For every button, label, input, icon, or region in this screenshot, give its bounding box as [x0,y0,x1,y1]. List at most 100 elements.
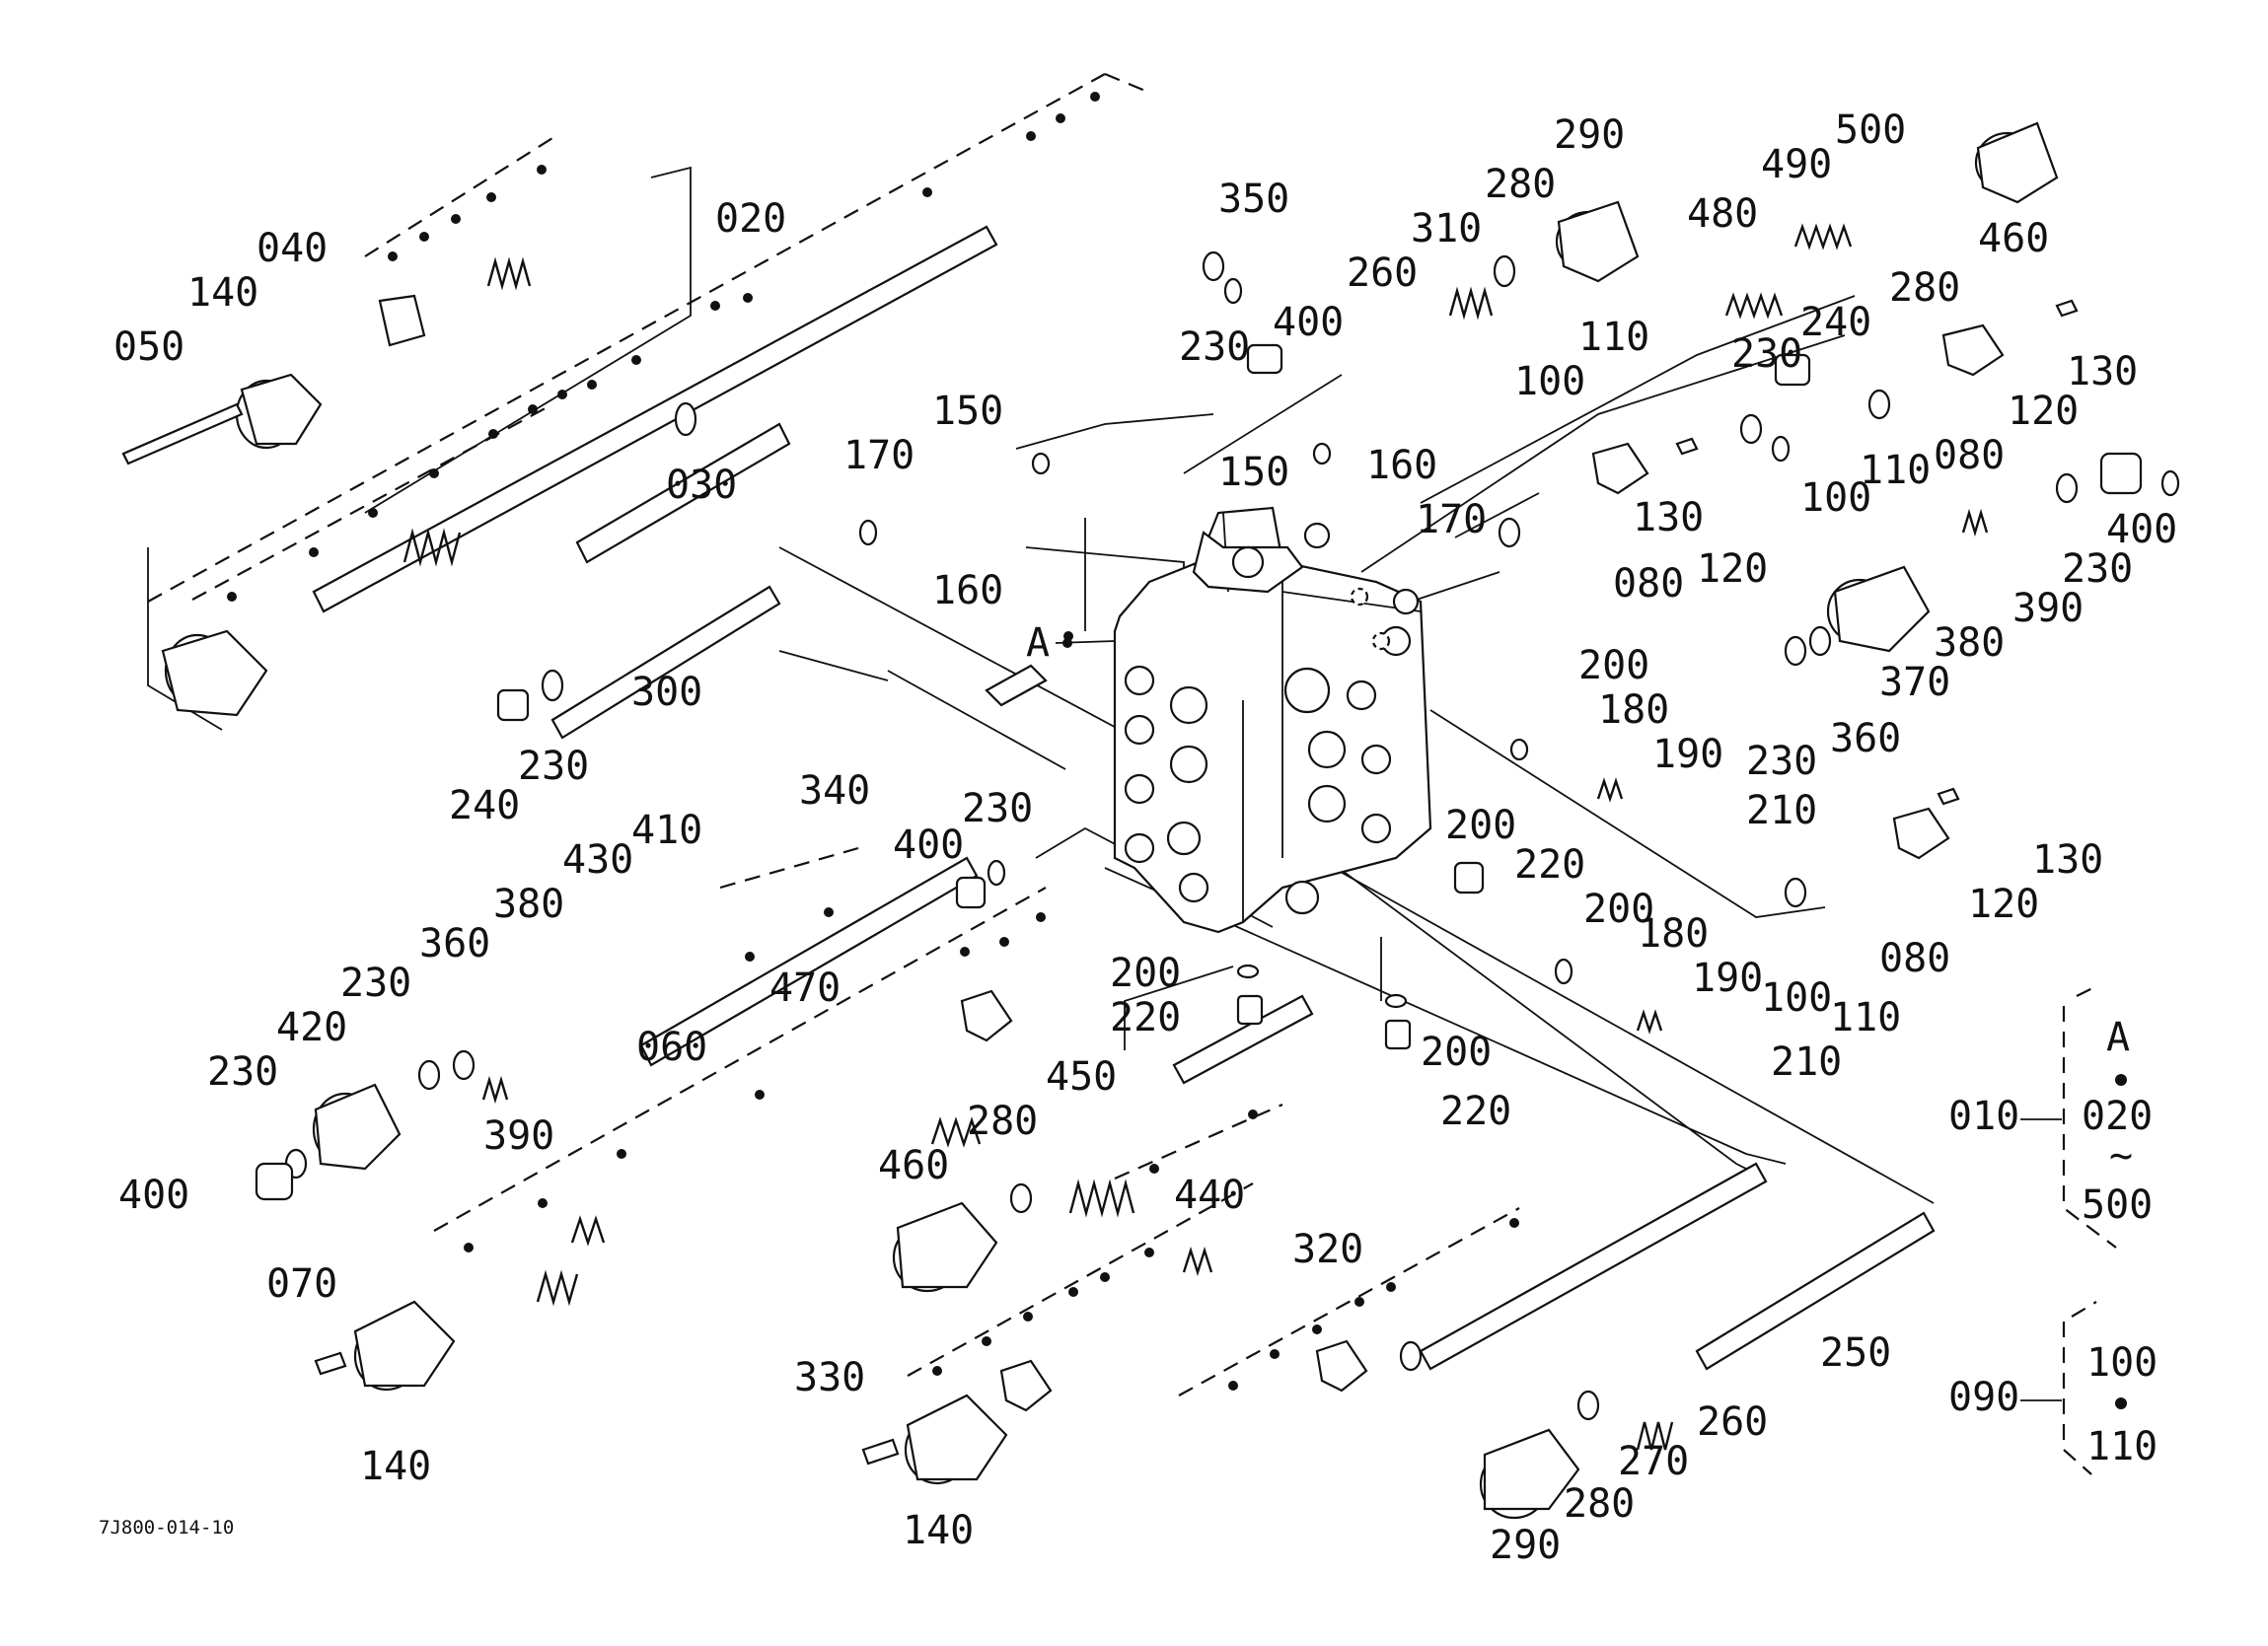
legend-tilde: ~ [2109,1133,2133,1179]
callout-340: 340 [799,768,870,814]
callout-280: 280 [1564,1481,1635,1527]
legend-part-010: 010 [1948,1094,2019,1139]
callout-220: 220 [1110,995,1181,1040]
callout-020: 020 [715,196,786,242]
legend-dot [2115,1397,2127,1409]
callout-130: 130 [2067,349,2138,394]
callout-460: 460 [878,1143,949,1188]
legend-from-100: 100 [2086,1340,2158,1386]
callout-230: 230 [340,961,411,1006]
callout-110: 110 [1830,995,1901,1040]
callout-400: 400 [118,1173,189,1218]
callout-120: 120 [1697,546,1768,592]
callout-200: 200 [1421,1030,1492,1075]
reference-mark-a: A [1026,620,1116,666]
callout-500: 500 [1835,107,1906,153]
callout-370: 370 [1879,660,1950,705]
spools [312,225,1936,1371]
callout-120: 120 [2008,389,2079,434]
callout-080: 080 [1879,936,1950,981]
callout-140: 140 [187,270,258,316]
callout-430: 430 [562,837,633,883]
callout-190: 190 [1692,956,1763,1001]
legend-ref-a: A [2106,1015,2130,1060]
callout-180: 180 [1598,687,1669,733]
valve-body [1113,506,1432,934]
callout-490: 490 [1761,142,1832,187]
callout-300: 300 [631,670,702,715]
springs [402,223,1989,1451]
callout-280: 280 [1889,265,1960,311]
callout-280: 280 [967,1099,1038,1144]
callout-200: 200 [1583,887,1654,932]
callout-230: 230 [207,1049,278,1095]
callout-230: 230 [1746,739,1817,784]
seals-and-rings [284,250,2180,1421]
callout-350: 350 [1218,177,1289,222]
callout-130: 130 [1633,495,1704,540]
callout-200: 200 [1578,643,1649,688]
callout-160: 160 [932,568,1003,613]
callout-190: 190 [1652,732,1723,777]
callout-170: 170 [843,433,915,478]
body-ports [1124,587,1420,915]
callout-290: 290 [1490,1523,1561,1568]
callout-260: 260 [1347,250,1418,296]
callout-210: 210 [1746,788,1817,833]
callout-440: 440 [1174,1173,1245,1218]
callout-080: 080 [1613,561,1684,607]
callout-400: 400 [1273,300,1344,345]
callout-160: 160 [1366,443,1437,488]
callout-080: 080 [1934,433,2005,478]
assembly-legend-090: 090 100 110 [1948,1340,2158,1469]
callout-270: 270 [1618,1439,1689,1484]
assembly-legend-010: 010 A 020 ~ 500 [1948,1015,2153,1228]
callout-230: 230 [2062,546,2133,592]
callout-240: 240 [1800,300,1871,345]
callout-260: 260 [1697,1399,1768,1445]
callout-210: 210 [1771,1039,1842,1085]
callout-360: 360 [1830,716,1901,761]
legend-to-110: 110 [2086,1424,2158,1469]
callout-100: 100 [1761,975,1832,1021]
callout-150: 150 [932,389,1003,434]
legend-dot [2115,1074,2127,1086]
callout-140: 140 [903,1508,974,1553]
flanges [378,294,2005,1412]
callout-390: 390 [483,1113,554,1159]
callout-040: 040 [256,226,328,271]
callout-200: 200 [1445,803,1516,848]
callout-170: 170 [1416,497,1487,542]
callout-140: 140 [360,1444,431,1489]
callout-290: 290 [1554,112,1625,158]
callout-280: 280 [1485,162,1556,207]
legend-from-020: 020 [2082,1094,2153,1139]
callout-330: 330 [794,1355,865,1400]
callout-320: 320 [1292,1227,1363,1272]
callout-230: 230 [1179,324,1250,370]
drawing-code: 7J800-014-10 [99,1517,234,1539]
callout-100: 100 [1800,475,1871,521]
callout-120: 120 [1968,882,2039,927]
callout-150: 150 [1218,450,1289,495]
callout-400: 400 [2106,507,2177,552]
legend-to-500: 500 [2082,1182,2153,1228]
callout-380: 380 [493,882,564,927]
callout-110: 110 [1578,315,1649,360]
callout-480: 480 [1687,191,1758,237]
callout-220: 220 [1440,1089,1511,1134]
callout-390: 390 [2012,586,2084,631]
plugs-and-bolts [121,299,2143,1466]
caps-and-housings [161,121,2059,1520]
callout-360: 360 [419,921,490,966]
callout-230: 230 [1731,331,1802,377]
callout-410: 410 [631,808,702,853]
callout-180: 180 [1638,911,1709,957]
callout-380: 380 [1934,620,2005,666]
callout-070: 070 [266,1261,337,1307]
callout-240: 240 [449,783,520,828]
callout-230: 230 [962,786,1033,831]
callout-400: 400 [893,823,964,868]
part-callouts: 050 140 040 020 030 170 150 160 300 240 … [113,107,2177,1568]
